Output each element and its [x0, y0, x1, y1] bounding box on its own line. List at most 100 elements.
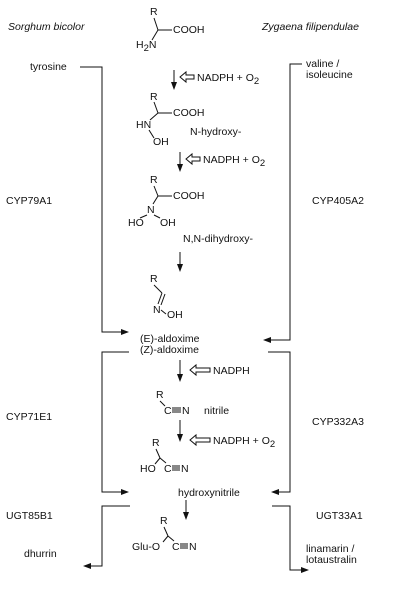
enzyme-cyp405a2: CYP405A2 — [312, 195, 364, 207]
atom-ho: HO — [140, 463, 156, 475]
bond — [148, 129, 155, 139]
bond — [159, 457, 167, 464]
atom-oh: OH — [167, 309, 183, 321]
label-n-hydroxy: N-hydroxy- — [190, 126, 242, 138]
atom-r: R — [150, 174, 158, 186]
amino-acid-structure: R COOH H2N — [136, 6, 205, 54]
arrowhead — [183, 512, 189, 520]
bond — [154, 457, 161, 465]
atom-n: N — [147, 204, 155, 216]
arrowhead — [177, 374, 183, 382]
atom-c: C — [164, 405, 172, 417]
n-hydroxy-structure: R COOH HN OH — [136, 91, 205, 148]
cofactor-arrow — [189, 433, 211, 447]
enzyme-cyp79a1: CYP79A1 — [6, 195, 52, 207]
bracket-left-1 — [80, 66, 124, 333]
bond — [162, 535, 169, 543]
bracket-left-3 — [88, 505, 130, 567]
arrowhead — [177, 434, 183, 442]
hydroxynitrile-structure: R HO C N — [140, 437, 189, 475]
atom-n: N — [182, 405, 190, 417]
cofactor-arrow — [179, 70, 195, 84]
label-nitrile: nitrile — [204, 405, 229, 417]
cofactor-2: NADPH + O2 — [203, 154, 265, 169]
bracket-right-3 — [272, 505, 304, 571]
bond — [157, 292, 163, 305]
enzyme-cyp332a3: CYP332A3 — [312, 416, 364, 428]
nitrile-structure: R C N — [156, 389, 190, 417]
bond — [159, 400, 166, 407]
atom-cooh: COOH — [173, 24, 205, 36]
enzyme-cyp71e1: CYP71E1 — [6, 411, 52, 423]
arrowhead — [177, 164, 183, 172]
arrowhead — [177, 264, 183, 272]
bond — [139, 214, 148, 219]
bond — [160, 293, 166, 306]
bond — [163, 526, 169, 537]
atom-r: R — [152, 437, 160, 449]
atom-h2n: H2N — [136, 39, 156, 54]
label-nn-dihydroxy: N,N-dihydroxy- — [183, 233, 254, 245]
bond — [149, 112, 159, 121]
bond — [153, 101, 159, 114]
glucoside-structure: R Glu-O C N — [132, 515, 197, 553]
bond — [155, 448, 161, 459]
bond — [153, 284, 163, 294]
product-dhurrin: dhurrin — [24, 548, 57, 560]
atom-glu-o: Glu-O — [132, 541, 160, 553]
bracket-right-1 — [268, 63, 302, 341]
atom-r: R — [156, 389, 164, 401]
atom-oh: OH — [160, 217, 176, 229]
cofactor-arrow — [189, 363, 211, 377]
atom-r: R — [160, 515, 168, 527]
cofactor-1: NADPH + O2 — [197, 72, 259, 87]
substrate-right-1: valine / — [306, 58, 339, 70]
atom-c: C — [172, 541, 180, 553]
atom-n: N — [189, 541, 197, 553]
bond — [153, 17, 159, 31]
atom-cooh: COOH — [173, 107, 205, 119]
arrowhead — [271, 489, 279, 495]
substrate-left: tyrosine — [30, 61, 67, 73]
cofactor-arrow — [185, 152, 201, 166]
bond — [153, 214, 161, 219]
atom-ho: HO — [128, 217, 144, 229]
organism-left: Sorghum bicolor — [8, 21, 85, 33]
bond — [167, 535, 175, 542]
atom-r: R — [150, 6, 158, 18]
nn-dihydroxy-structure: R COOH N HO OH — [128, 174, 205, 229]
bond — [153, 185, 159, 197]
label-hydroxynitrile: hydroxynitrile — [178, 487, 240, 499]
bond — [160, 309, 167, 315]
label-e-aldoxime: (E)-aldoxime — [140, 333, 200, 345]
cofactor-3: NADPH — [213, 365, 250, 377]
bracket-left-2 — [101, 351, 129, 493]
substrate-right-2: isoleucine — [306, 69, 353, 81]
atom-oh: OH — [153, 136, 169, 148]
enzyme-ugt85b1: UGT85B1 — [6, 510, 53, 522]
arrowhead — [263, 337, 271, 343]
arrowhead — [121, 489, 129, 495]
product-right-2: lotaustralin — [306, 554, 357, 566]
atom-c: C — [164, 463, 172, 475]
arrowhead — [83, 563, 91, 569]
organism-right: Zygaena filipendulae — [261, 21, 359, 33]
arrowhead — [121, 329, 129, 335]
product-right-1: linamarin / — [306, 543, 355, 555]
atom-hn: HN — [136, 119, 151, 131]
label-z-aldoxime: (Z)-aldoxime — [140, 344, 199, 356]
atom-n: N — [153, 304, 161, 316]
atom-cooh: COOH — [173, 190, 205, 202]
enzyme-ugt33a1: UGT33A1 — [316, 510, 363, 522]
atom-r: R — [150, 273, 158, 285]
bracket-right-2 — [268, 351, 291, 493]
arrowhead — [171, 82, 177, 90]
cofactor-4: NADPH + O2 — [213, 435, 275, 450]
atom-r: R — [150, 91, 158, 103]
bond — [152, 195, 159, 205]
atom-n: N — [181, 463, 189, 475]
arrowhead — [301, 567, 309, 573]
aldoxime-structure: R N OH — [150, 273, 183, 321]
